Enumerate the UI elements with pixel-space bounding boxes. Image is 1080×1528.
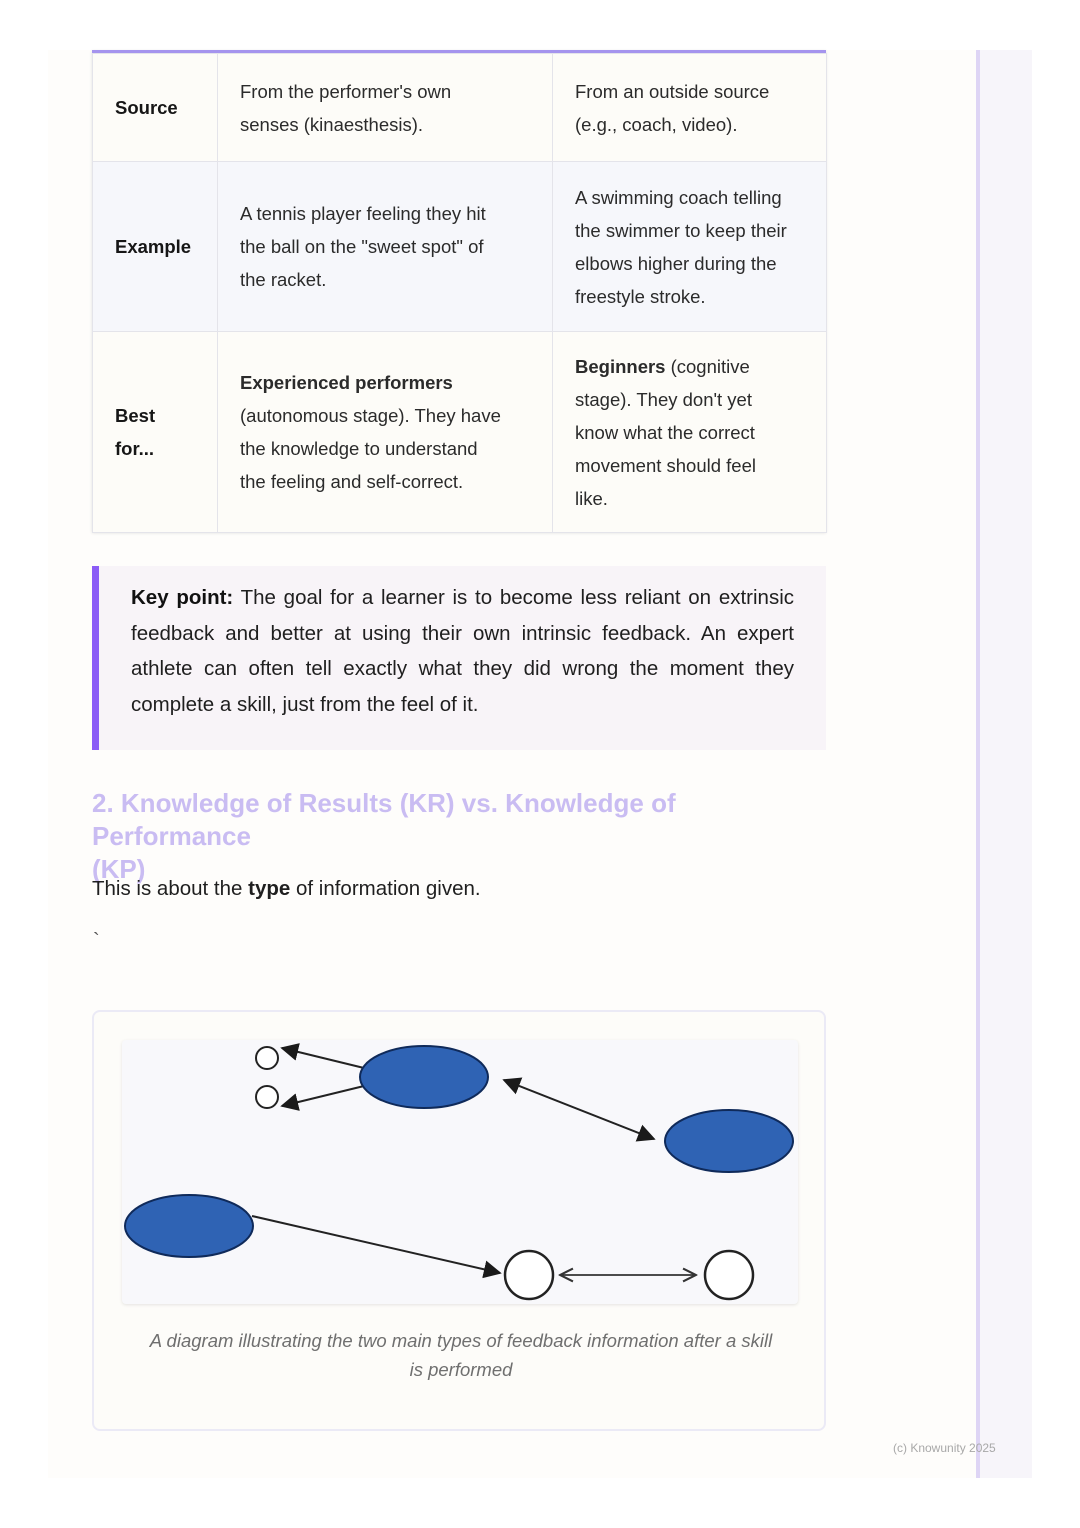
callout-text: The goal for a learner is to become less…	[131, 586, 795, 716]
arrow-line	[251, 1215, 502, 1279]
double-arrow-line	[502, 1077, 656, 1142]
cell-bold: Experienced performers	[240, 372, 453, 393]
arrow-line	[280, 1043, 365, 1069]
side-panel	[976, 50, 1032, 1478]
cell-line: A swimming coach telling	[575, 186, 782, 208]
cell-line: the racket.	[240, 269, 327, 290]
row-label: Source	[92, 53, 218, 162]
caption-line: is performed	[409, 1359, 513, 1380]
cell-line: senses (kinaesthesis).	[240, 113, 424, 135]
small-circle-node	[255, 1046, 279, 1070]
extrinsic-cell: A swimming coach telling the swimmer to …	[552, 161, 827, 332]
small-circle-node	[255, 1085, 279, 1109]
feedback-comparison-table: Source From the performer's own senses (…	[92, 50, 827, 533]
copyright-footer: (c) Knowunity 2025	[893, 1441, 996, 1455]
cell-line: From an outside source	[575, 80, 770, 102]
cell-line: (e.g., coach, video).	[575, 113, 738, 135]
diagram-svg	[124, 1043, 794, 1301]
figure-caption: A diagram illustrating the two main type…	[114, 1326, 808, 1384]
table-row: Best for... Experienced performers (auto…	[92, 331, 827, 533]
section-paragraph: This is about the type of information gi…	[92, 877, 481, 901]
intrinsic-cell: From the performer's own senses (kinaest…	[217, 53, 553, 162]
cell-line: Best	[115, 405, 156, 426]
heading-line: 2. Knowledge of Results (KR) vs. Knowled…	[92, 788, 676, 851]
row-label: Best for...	[92, 331, 218, 533]
heading-line: (KP)	[92, 854, 146, 884]
cell-line: From the performer's own	[240, 80, 452, 102]
cell-line: like.	[575, 487, 608, 509]
blue-ellipse-node	[359, 1045, 489, 1109]
diagram-figure: A diagram illustrating the two main type…	[92, 1010, 826, 1431]
cell-line: the swimmer to keep their	[575, 219, 787, 241]
feedback-diagram	[122, 1040, 798, 1304]
table-row: Example A tennis player feeling they hit…	[92, 161, 827, 332]
stray-backtick: `	[93, 930, 100, 952]
para-text: This is about the	[92, 877, 249, 900]
para-bold: type	[248, 877, 291, 900]
cell-line: freestyle stroke.	[575, 285, 706, 307]
extrinsic-cell: Beginners (cognitive stage). They don't …	[552, 331, 827, 533]
caption-line: A diagram illustrating the two main type…	[149, 1330, 773, 1351]
cell-line: the knowledge to understand	[240, 438, 478, 459]
table-row: Source From the performer's own senses (…	[92, 53, 827, 162]
blue-ellipse-node	[664, 1109, 794, 1173]
extrinsic-cell: From an outside source (e.g., coach, vid…	[552, 53, 827, 162]
large-circle-node	[703, 1249, 755, 1301]
para-text: of information given.	[290, 877, 481, 900]
cell-line: elbows higher during the	[575, 252, 777, 274]
row-label: Example	[92, 161, 218, 332]
cell-line: movement should feel	[575, 454, 756, 476]
large-circle-node	[503, 1249, 555, 1301]
cell-line: A tennis player feeling they hit	[240, 203, 486, 224]
intrinsic-cell: Experienced performers (autonomous stage…	[217, 331, 553, 533]
cell-line: the ball on the "sweet spot" of	[240, 236, 484, 257]
cell-bold: Beginners	[575, 355, 666, 377]
section-heading: 2. Knowledge of Results (KR) vs. Knowled…	[92, 787, 832, 886]
key-point-callout: Key point: The goal for a learner is to …	[92, 566, 826, 750]
intrinsic-cell: A tennis player feeling they hit the bal…	[217, 161, 553, 332]
callout-label: Key point:	[131, 586, 234, 609]
blue-ellipse-node	[124, 1194, 254, 1258]
cell-line: (cognitive	[665, 355, 750, 377]
cell-line: stage). They don't yet	[575, 388, 752, 410]
cell-line: know what the correct	[575, 421, 755, 443]
cell-line: for...	[115, 438, 155, 459]
cell-line: (autonomous stage). They have	[240, 405, 501, 426]
arrow-line	[280, 1085, 365, 1111]
cell-line: the feeling and self-correct.	[240, 471, 464, 492]
